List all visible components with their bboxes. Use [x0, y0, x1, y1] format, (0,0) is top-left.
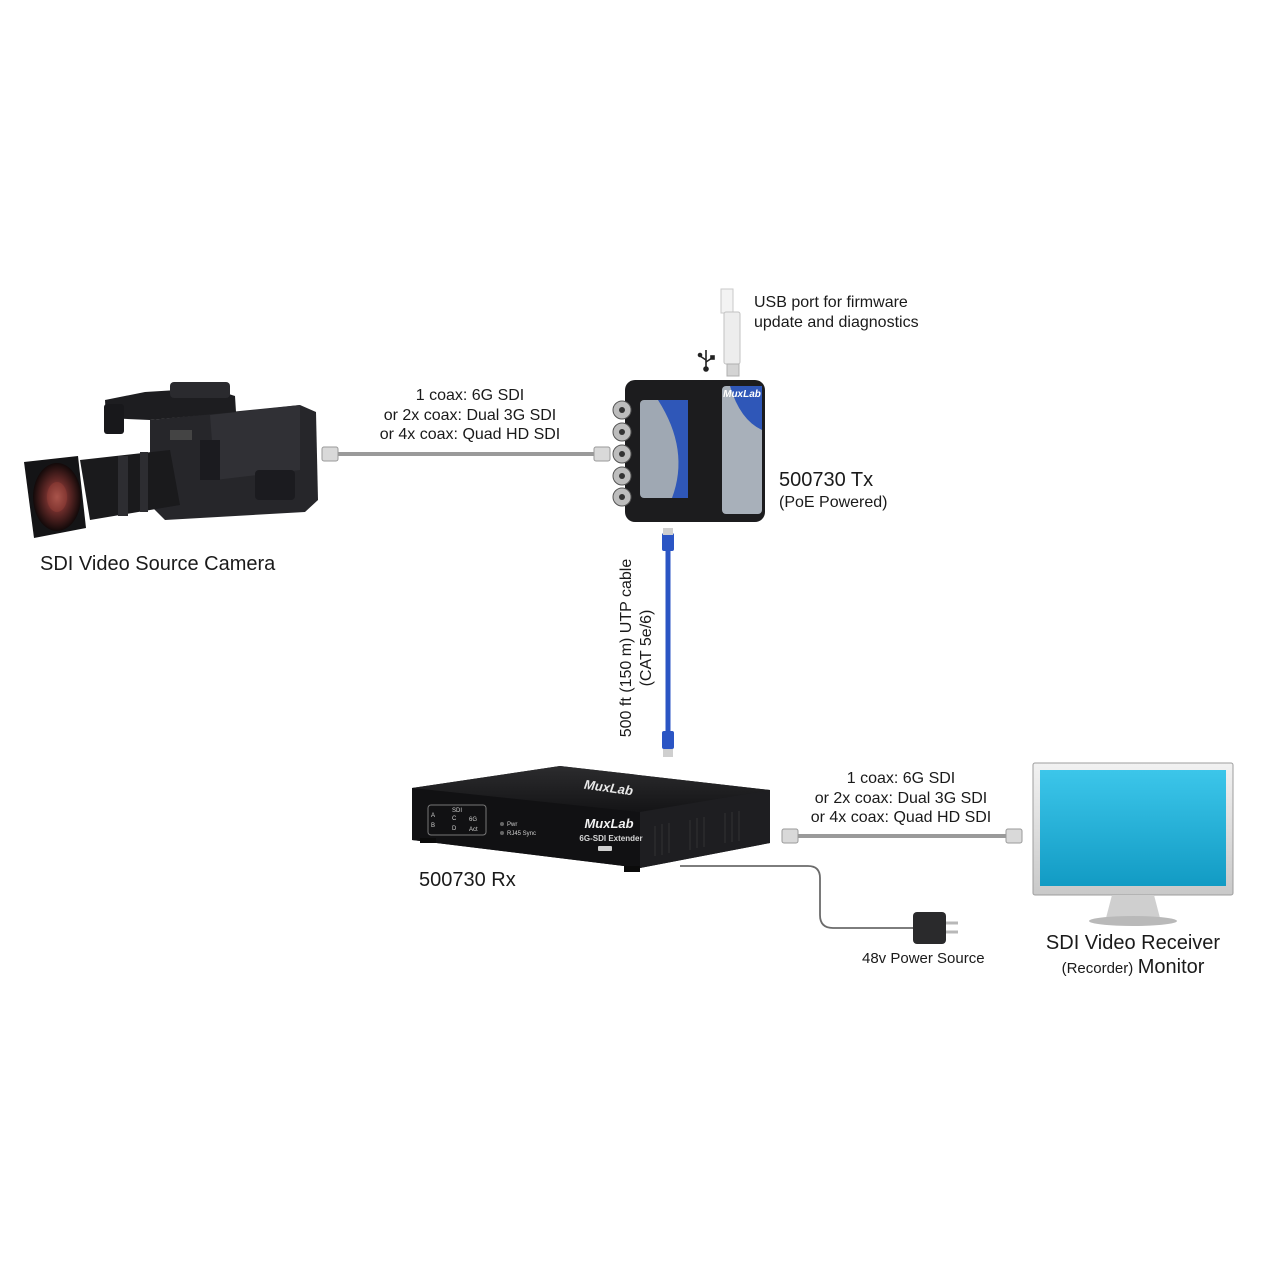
- usb-note-line-1: USB port for firmware: [754, 294, 908, 311]
- coax-cable-input: [321, 446, 611, 462]
- usb-note-line-2: update and diagnostics: [754, 313, 919, 331]
- monitor: [1032, 762, 1234, 926]
- rx-led-sdi: SDI: [452, 808, 462, 814]
- cat-utp-cable: [662, 528, 674, 757]
- rx-product-label: 6G-SDI Extender: [579, 834, 642, 843]
- rx-led-d: D: [452, 826, 457, 832]
- sdi-video-source-camera: [24, 382, 318, 538]
- tx-device: [612, 288, 765, 522]
- coax-output-line-1: 1 coax: 6G SDI: [846, 770, 956, 787]
- power-source-caption: 48v Power Source: [862, 950, 985, 967]
- coax-input-line-2: or 2x coax: Dual 3G SDI: [383, 406, 557, 424]
- usb-icon: [697, 350, 715, 372]
- rx-led-6g: 6G: [469, 817, 477, 823]
- rx-led-b: B: [431, 823, 435, 829]
- coax-input-label: 1 coax: 6G SDI or 2x coax: Dual 3G SDI o…: [360, 386, 580, 445]
- rx-top-logo: MuxLab: [583, 777, 634, 799]
- rx-led-rj45-sync: RJ45 Sync: [507, 831, 536, 837]
- tx-brand-logo: MuxLab: [723, 389, 761, 400]
- tx-model-label: 500730 Tx: [779, 469, 874, 491]
- monitor-caption-recorder: (Recorder): [1061, 960, 1134, 977]
- monitor-caption: SDI Video Receiver (Recorder) Monitor: [1013, 932, 1253, 979]
- monitor-screen: [1040, 770, 1226, 886]
- usb-note: USB port for firmware update and diagnos…: [754, 293, 919, 332]
- power-adapter-icon: [913, 912, 946, 944]
- rx-model-label: 500730 Rx: [419, 869, 516, 891]
- utp-cable-line-2: (CAT 5e/6): [638, 609, 655, 687]
- coax-output-label: 1 coax: 6G SDI or 2x coax: Dual 3G SDI o…: [795, 769, 1007, 828]
- utp-cable-label: 500 ft (150 m) UTP cable (CAT 5e/6): [617, 518, 657, 778]
- tx-power-label: (PoE Powered): [779, 494, 888, 511]
- coax-cable-output: [781, 828, 1023, 844]
- rx-front-logo: MuxLab: [584, 816, 633, 831]
- coax-output-line-2: or 2x coax: Dual 3G SDI: [814, 789, 988, 807]
- coax-input-line-3: or 4x coax: Quad HD SDI: [379, 426, 561, 443]
- camera-caption: SDI Video Source Camera: [40, 553, 276, 575]
- utp-cable-line-1: 500 ft (150 m) UTP cable: [618, 558, 635, 738]
- rx-led-act: Act: [469, 827, 478, 833]
- rx-led-pwr: Pwr: [507, 822, 517, 828]
- monitor-caption-monitor: Monitor: [1137, 956, 1205, 978]
- rx-device: [412, 766, 770, 872]
- rx-led-a: A: [431, 813, 435, 819]
- power-cable: [680, 865, 958, 944]
- monitor-caption-line-1: SDI Video Receiver: [1045, 932, 1221, 954]
- coax-output-line-3: or 4x coax: Quad HD SDI: [810, 809, 992, 826]
- rx-led-c: C: [452, 816, 457, 822]
- coax-input-line-1: 1 coax: 6G SDI: [415, 387, 525, 404]
